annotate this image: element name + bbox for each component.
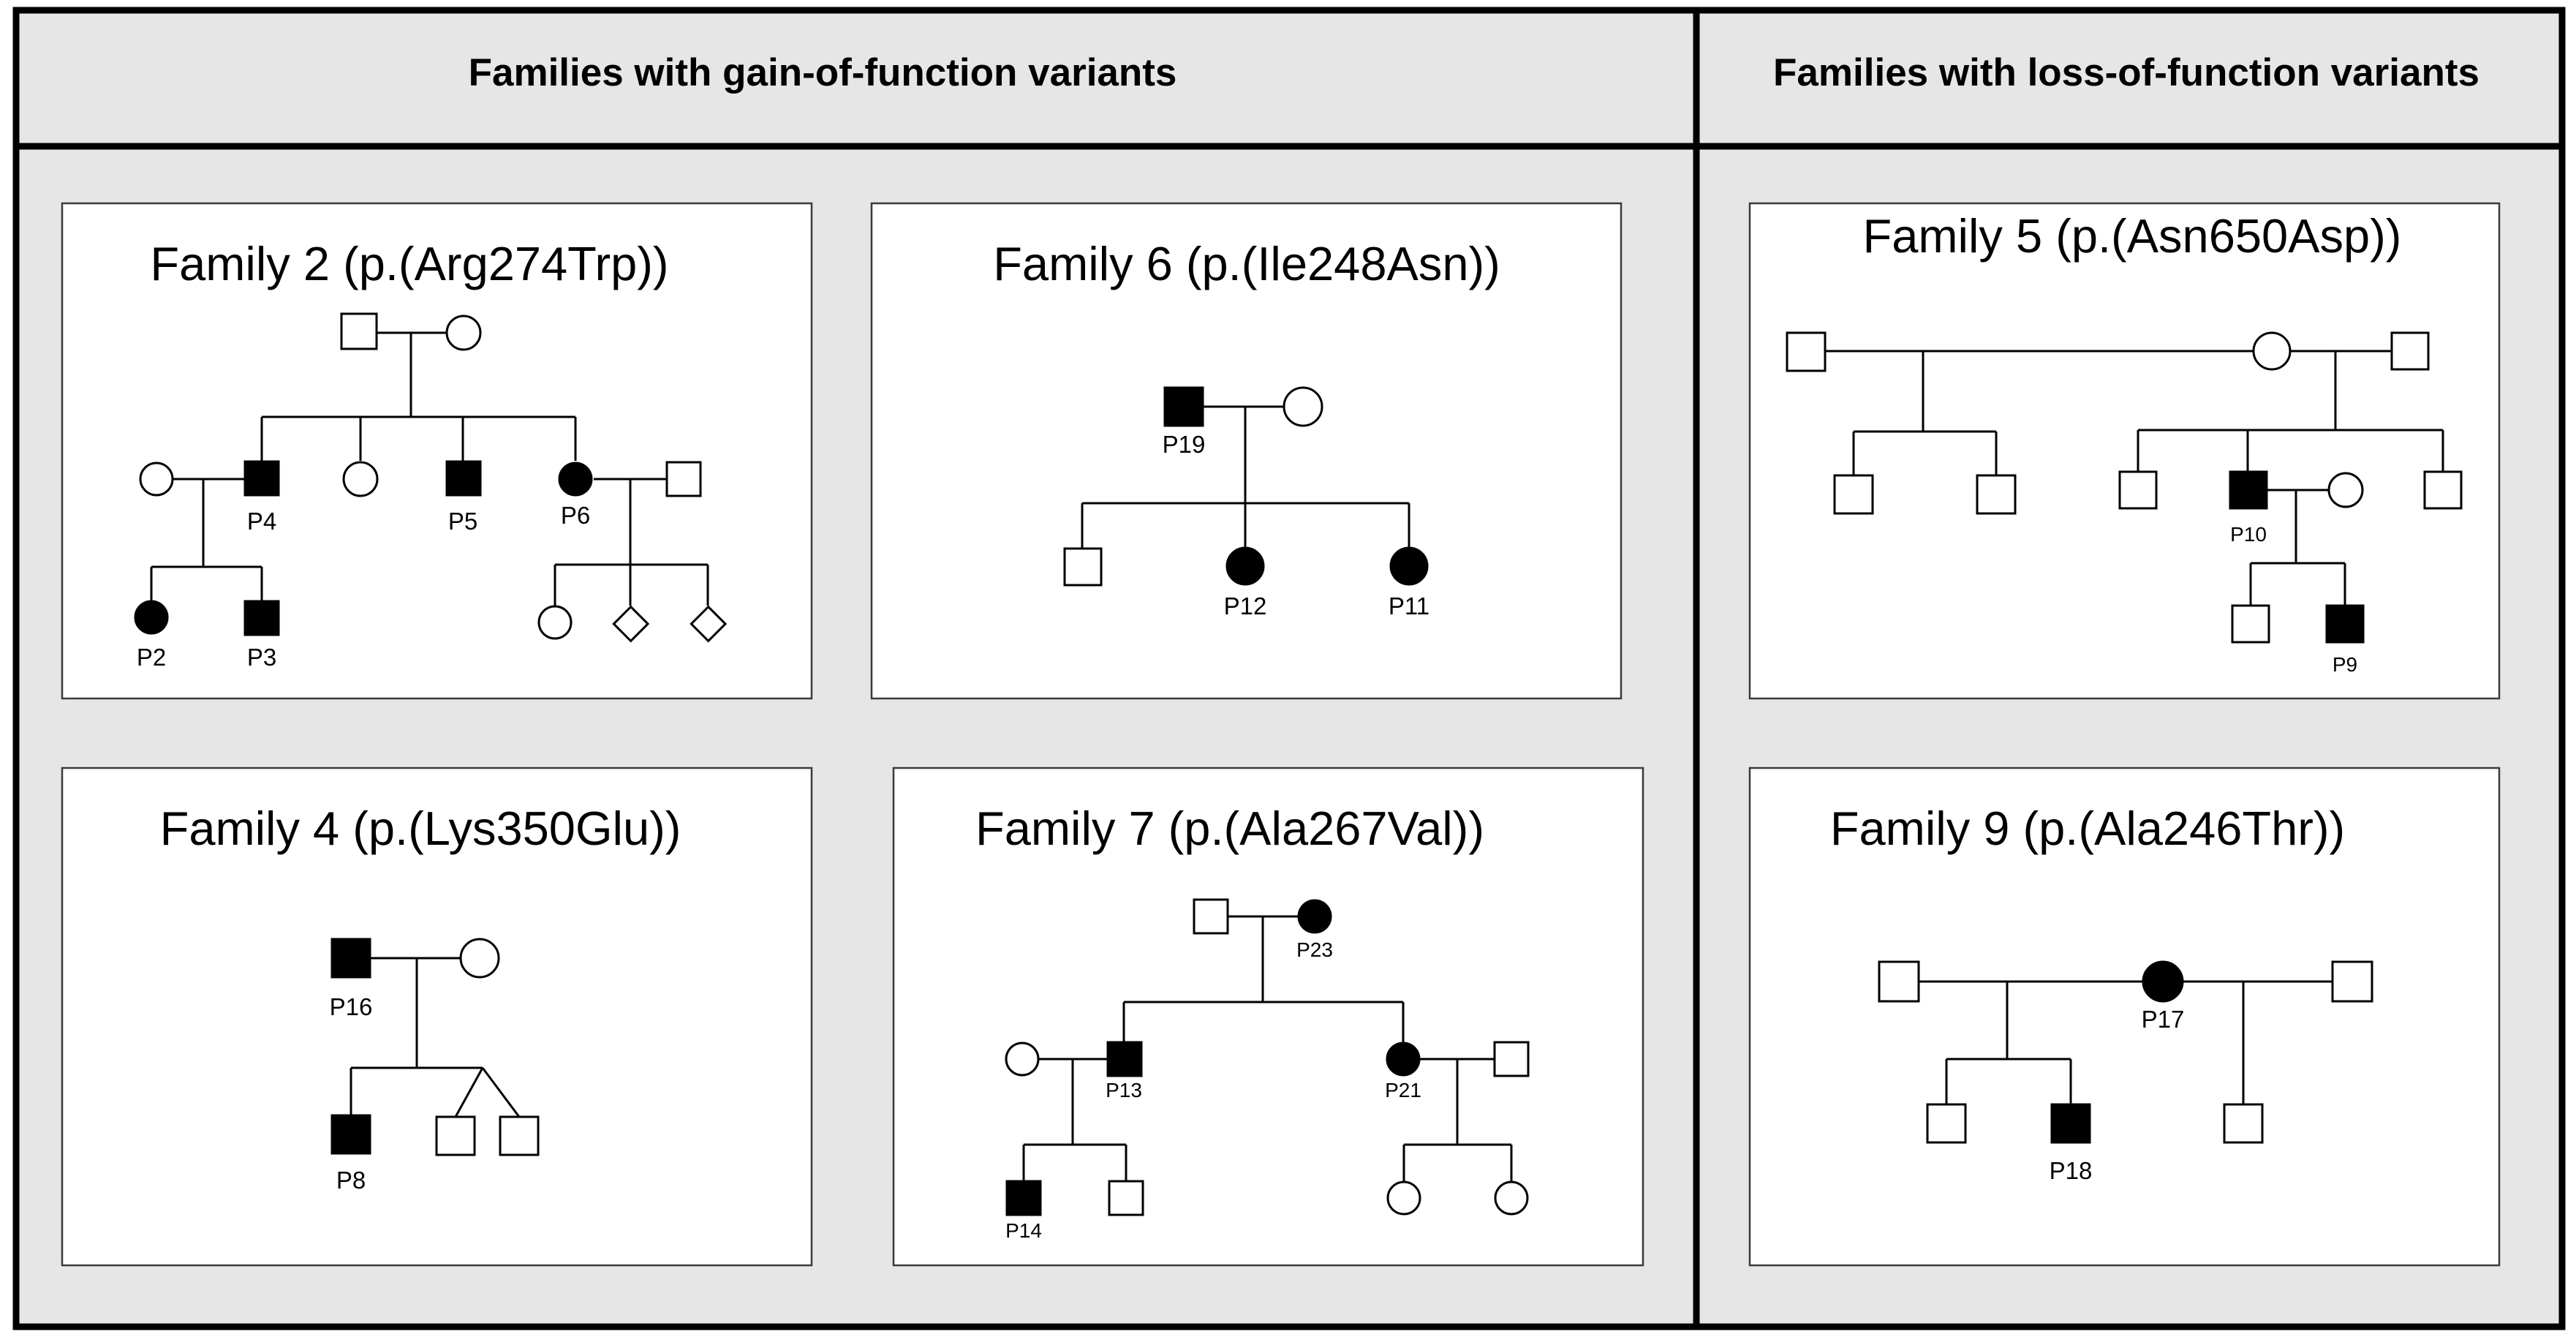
f2-label-p6: P6	[561, 502, 590, 529]
f5-label-p9: P9	[2333, 653, 2357, 676]
f5-p10-affected-male	[2229, 470, 2268, 510]
family-7-pedigree: Family 7 (p.(Ala267Val))	[975, 802, 1530, 1242]
f7-spouse-female	[1005, 1042, 1040, 1077]
f9-second-husband	[2331, 960, 2373, 1003]
f6-p12-affected-female	[1225, 546, 1265, 586]
table-borders	[12, 7, 2566, 1330]
f4-label-p16: P16	[330, 993, 373, 1020]
f9-p17-affected-mother	[2142, 960, 2184, 1003]
f7-label-p21: P21	[1385, 1079, 1421, 1101]
f5-p9-affected-son	[2325, 604, 2365, 644]
family-9-pedigree: Family 9 (p.(Ala246Thr)) P17 P18	[1830, 802, 2373, 1184]
f2-p5-affected-male	[445, 460, 482, 497]
family-4-title: Family 4 (p.(Lys350Glu))	[160, 802, 681, 855]
f5-unaffected-son	[2231, 604, 2270, 644]
family-2-title: Family 2 (p.(Arg274Trp))	[150, 237, 668, 290]
f9-label-p18: P18	[2050, 1157, 2093, 1184]
loss-of-function-header: Families with loss-of-function variants	[1773, 51, 2479, 94]
f5-brother	[2118, 470, 2158, 510]
family-6-pedigree: Family 6 (p.(Ile248Asn)) P19 P12 P11	[993, 237, 1500, 619]
f5-half-brother-1	[1833, 474, 1874, 515]
f7-unaffected-son	[1108, 1180, 1144, 1216]
f5-spouse-female	[2327, 472, 2364, 508]
f2-child-diamond-2	[690, 605, 728, 643]
f5-first-husband	[1786, 331, 1827, 372]
family-boxes	[61, 202, 2501, 1267]
f7-p13-affected-male	[1106, 1041, 1143, 1077]
family-5-title: Family 5 (p.(Asn650Asp))	[1863, 209, 2402, 263]
f2-label-p2: P2	[137, 644, 166, 671]
family-5-pedigree: Family 5 (p.(Asn650Asp))	[1786, 209, 2463, 676]
f5-half-brother-2	[1976, 474, 2017, 515]
f9-label-p17: P17	[2142, 1006, 2185, 1033]
f2-child-diamond-1	[612, 605, 650, 643]
f4-twin-2	[499, 1115, 540, 1156]
f2-p3-affected-male	[243, 600, 280, 636]
f7-label-p14: P14	[1005, 1219, 1042, 1242]
f2-label-p4: P4	[247, 508, 276, 535]
f2-spouse-male	[665, 461, 702, 497]
f2-spouse-female	[139, 462, 174, 497]
f4-mother	[459, 938, 500, 979]
f9-first-husband	[1878, 960, 1920, 1003]
family-9-box	[1748, 767, 2501, 1267]
f2-p4-affected-male	[243, 460, 280, 497]
f6-son	[1063, 547, 1103, 587]
f7-spouse-male	[1493, 1041, 1530, 1077]
family-7-title: Family 7 (p.(Ala267Val))	[975, 802, 1484, 855]
f5-grandmother	[2252, 331, 2292, 371]
f2-child-female	[537, 605, 573, 640]
f6-label-p19: P19	[1163, 431, 1206, 458]
f6-label-p11: P11	[1389, 592, 1429, 619]
f7-grandfather	[1193, 898, 1229, 935]
f6-label-p12: P12	[1224, 592, 1267, 619]
f2-label-p3: P3	[247, 644, 276, 671]
f2-grandfather	[340, 312, 378, 350]
f7-p21-affected-female	[1386, 1042, 1421, 1077]
f9-half-brother	[2223, 1103, 2264, 1144]
family-6-title: Family 6 (p.(Ile248Asn))	[993, 237, 1500, 290]
f6-p11-affected-female	[1389, 546, 1429, 586]
family-5-box	[1748, 202, 2501, 700]
f4-twin-1	[435, 1115, 476, 1156]
f2-unaffected-sister	[342, 461, 379, 497]
f7-label-p23: P23	[1296, 938, 1333, 961]
f2-grandmother	[445, 315, 482, 351]
gain-of-function-header: Families with gain-of-function variants	[469, 51, 1177, 94]
f9-p18-affected-son	[2050, 1103, 2091, 1144]
family-4-box	[61, 767, 813, 1267]
f4-p8-affected-son	[331, 1114, 371, 1155]
f4-p16-affected-father	[331, 938, 371, 979]
f5-brother-2	[2423, 470, 2463, 510]
f7-p23-affected-grandmother	[1297, 899, 1332, 934]
f7-p14-affected-male	[1005, 1180, 1042, 1216]
family-9-title: Family 9 (p.(Ala246Thr))	[1830, 802, 2345, 855]
f7-daughter-2	[1494, 1180, 1529, 1216]
f2-label-p5: P5	[448, 508, 477, 535]
f5-label-p10: P10	[2230, 523, 2267, 546]
f9-unaffected-son	[1926, 1103, 1967, 1144]
f6-p19-affected-father	[1163, 386, 1204, 427]
f2-p6-affected-female	[558, 462, 593, 497]
f7-daughter-1	[1386, 1180, 1421, 1216]
f7-label-p13: P13	[1106, 1079, 1142, 1101]
family-2-pedigree: Family 2 (p.(Arg274Trp))	[134, 237, 728, 671]
family-2-box	[61, 202, 813, 700]
f2-p2-affected-female	[134, 600, 169, 635]
f6-mother	[1283, 386, 1323, 427]
family-4-pedigree: Family 4 (p.(Lys350Glu)) P16 P8	[160, 802, 681, 1194]
f5-second-husband	[2390, 331, 2430, 371]
f4-label-p8: P8	[336, 1167, 366, 1194]
